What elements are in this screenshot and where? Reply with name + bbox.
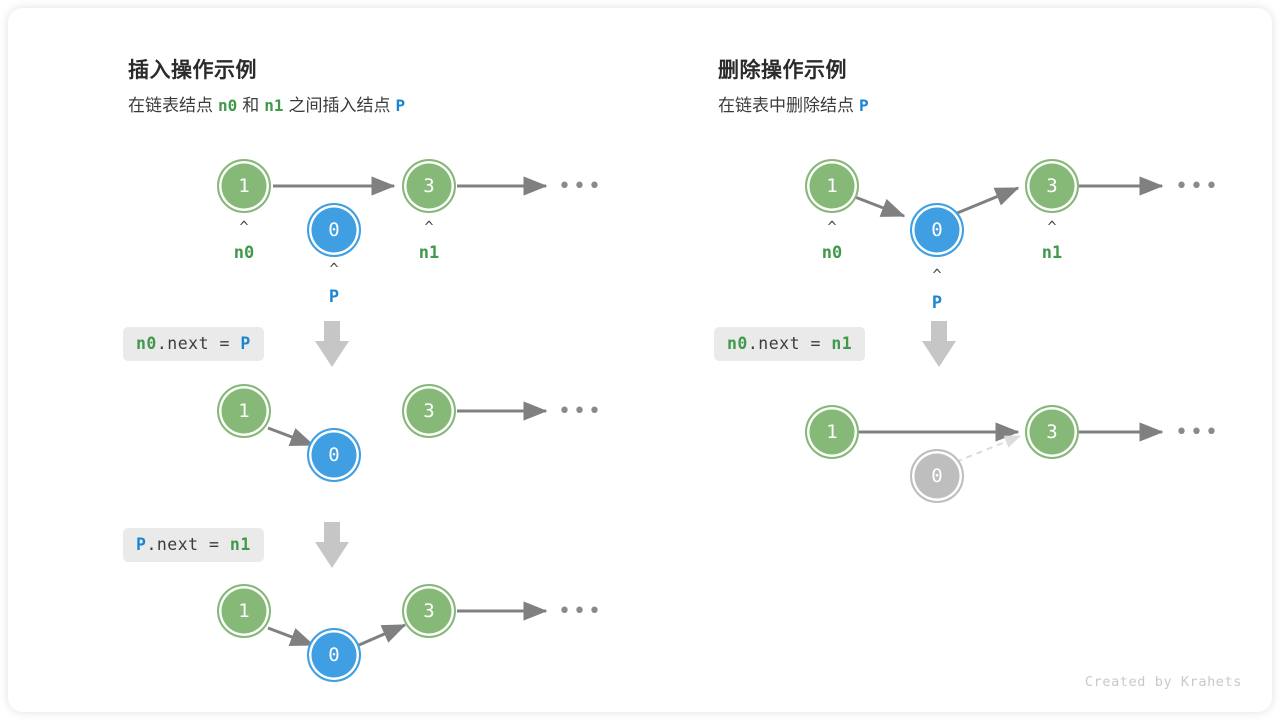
node-p-del-step1: 0 — [910, 203, 964, 257]
ellipsis-step3: ••• — [558, 599, 603, 624]
caret-n0-del-icon: ^ — [827, 218, 837, 236]
node-n1-step3: 3 — [402, 584, 456, 638]
subtitle-text-3: 之间插入结点 — [288, 96, 391, 115]
code-badge-insert-2: P.next = n1 — [123, 528, 264, 562]
node-n1-step1: 3 — [402, 159, 456, 213]
pointer-label-n1: n1 — [418, 243, 440, 263]
pointer-label-n0: n0 — [233, 243, 255, 263]
ellipsis-del-step1: ••• — [1175, 174, 1220, 199]
code-rhs-1: P — [240, 334, 251, 353]
code-rhs-del: n1 — [831, 334, 853, 353]
down-arrow-icon-2 — [315, 522, 349, 568]
subtitle-var-n1: n1 — [264, 96, 284, 115]
pointer-label-p: P — [328, 287, 340, 307]
ellipsis-del-step2: ••• — [1175, 420, 1220, 445]
panel-subtitle-delete: 在链表中删除结点 P — [718, 91, 874, 116]
subtitle-delete-text-1: 在链表中删除结点 — [718, 96, 854, 115]
code-badge-insert-1: n0.next = P — [123, 327, 264, 361]
caret-n1-icon: ^ — [424, 218, 434, 236]
code-mid-1: .next = — [156, 334, 241, 353]
ellipsis-step1: ••• — [558, 174, 603, 199]
down-arrow-icon-1 — [315, 321, 349, 367]
code-mid-2: .next = — [146, 535, 230, 554]
code-rhs-2: n1 — [229, 535, 251, 554]
code-lhs-del: n0 — [727, 334, 748, 353]
subtitle-var-n0: n0 — [218, 96, 238, 115]
node-deleted-del-step2: 0 — [910, 449, 964, 503]
code-lhs-2: P — [136, 535, 147, 554]
panel-delete: 删除操作示例 在链表中删除结点 P 1 0 3 ••• ^ n0 ^ P ^ n1… — [640, 8, 1272, 712]
node-n1-step2: 3 — [402, 384, 456, 438]
subtitle-text-1: 在链表结点 — [128, 96, 213, 115]
caret-n1-del-icon: ^ — [1047, 218, 1057, 236]
subtitle-var-p: P — [395, 96, 406, 115]
page-title-insert: 插入操作示例 — [128, 59, 257, 82]
code-mid-del: .next = — [747, 334, 832, 353]
node-n1-del-step1: 3 — [1025, 159, 1079, 213]
page-title-delete: 删除操作示例 — [718, 59, 847, 82]
node-n0-step3: 1 — [217, 584, 271, 638]
node-p-step2: 0 — [307, 428, 361, 482]
node-p-step1: 0 — [307, 203, 361, 257]
pointer-label-n1-del: n1 — [1041, 243, 1063, 263]
ellipsis-step2: ••• — [558, 399, 603, 424]
node-n1-del-step2: 3 — [1025, 405, 1079, 459]
caret-p-icon: ^ — [329, 260, 339, 278]
caret-n0-icon: ^ — [239, 218, 249, 236]
pointer-label-n0-del: n0 — [821, 243, 843, 263]
subtitle-delete-var-p: P — [859, 96, 869, 115]
node-n0-step2: 1 — [217, 384, 271, 438]
down-arrow-icon-del — [922, 321, 956, 367]
pointer-label-p-del: P — [931, 293, 943, 313]
credit-footer: Created by Krahets — [1084, 674, 1242, 690]
node-n0-step1: 1 — [217, 159, 271, 213]
node-p-step3: 0 — [307, 628, 361, 682]
code-lhs-1: n0 — [136, 334, 157, 353]
code-badge-delete-1: n0.next = n1 — [714, 327, 866, 361]
node-n0-del-step1: 1 — [805, 159, 859, 213]
node-n0-del-step2: 1 — [805, 405, 859, 459]
caret-p-del-icon: ^ — [932, 266, 942, 284]
subtitle-text-2: 和 — [242, 96, 260, 115]
